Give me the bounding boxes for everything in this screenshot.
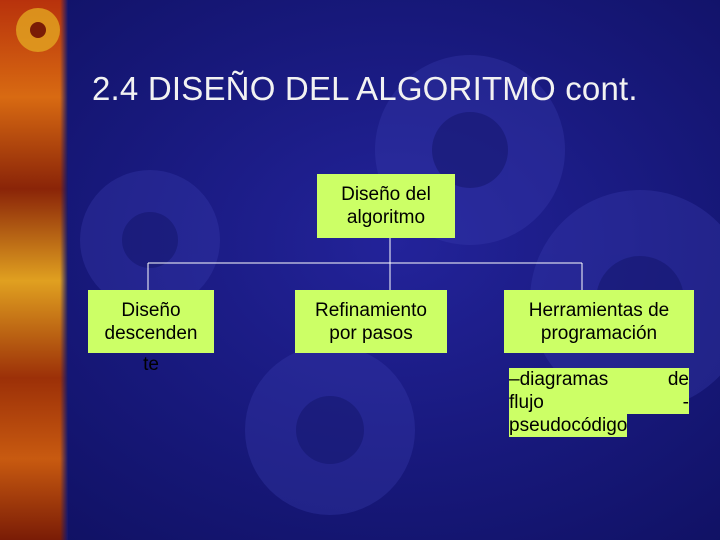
tools-line-1: –diagramas de (509, 368, 689, 391)
child-left-line-1: Diseño (121, 300, 181, 321)
tools-line-2: flujo - (509, 391, 689, 414)
tool-flujo: flujo (509, 392, 544, 413)
root-line-2: algoritmo (346, 207, 426, 228)
root-node-design-algorithm: Diseño del algoritmo (317, 174, 455, 238)
decorative-side-strip (0, 0, 68, 540)
child-node-stepwise-refinement: Refinamiento por pasos (295, 290, 447, 353)
child-right-line-2: programación (540, 323, 658, 344)
child-mid-line-1: Refinamiento (315, 300, 427, 321)
tool-diagramas: –diagramas (509, 369, 609, 390)
child-mid-line-2: por pasos (329, 323, 413, 344)
child-node-programming-tools: Herramientas de programación (504, 290, 694, 353)
tools-line-3: pseudocódigo (509, 414, 628, 437)
slide-title: 2.4 DISEÑO DEL ALGORITMO cont. (92, 70, 638, 107)
child-right-tools-list: –diagramas de flujo - pseudocódigo (509, 368, 689, 437)
strip-fade (60, 0, 68, 540)
tool-de: de (667, 369, 689, 390)
child-left-overflow-text: te (143, 354, 159, 375)
tool-dash: - (682, 392, 689, 413)
child-left-line-2: descenden (104, 323, 198, 344)
child-node-top-down-design: Diseño descenden (88, 290, 214, 353)
child-right-line-1: Herramientas de (528, 300, 670, 321)
root-line-1: Diseño del (341, 184, 431, 205)
